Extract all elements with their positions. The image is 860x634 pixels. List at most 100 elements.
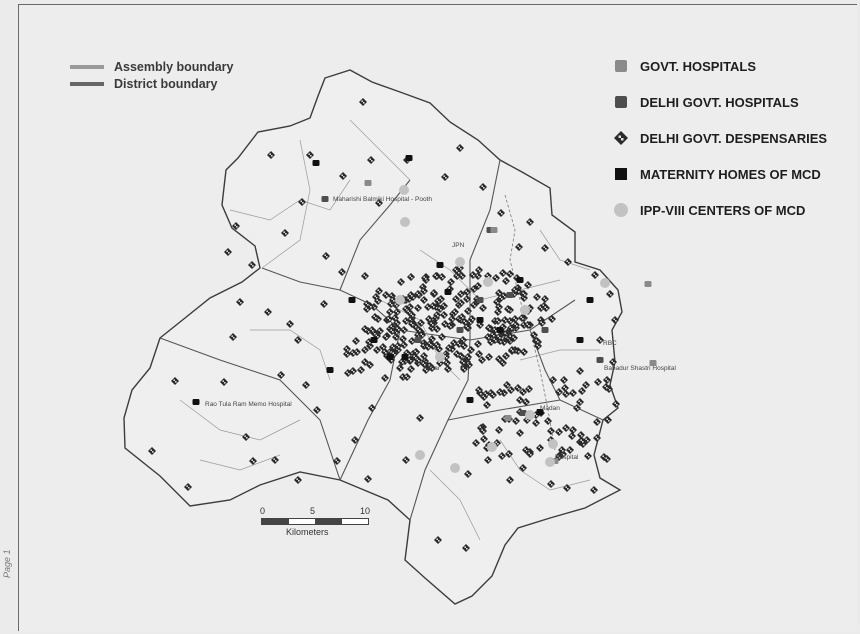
dispensary-marker — [485, 324, 493, 332]
ipp-center-marker — [400, 217, 410, 227]
dispensary-marker — [549, 376, 557, 384]
maternity-home-marker — [370, 337, 378, 343]
dispensary-marker — [357, 366, 365, 374]
dispensary-marker — [519, 388, 527, 396]
dispensary-marker — [414, 304, 422, 312]
district-boundaries — [159, 159, 604, 521]
delhi-govt-hospital-marker — [414, 337, 422, 343]
dispensary-marker — [577, 431, 585, 439]
dispensary-marker — [333, 457, 341, 465]
dispensary-marker — [394, 342, 402, 350]
dispensary-marker — [485, 353, 493, 361]
dispensary-marker — [458, 313, 466, 321]
dispensary-marker — [507, 324, 515, 332]
maternity-home-marker — [405, 155, 413, 161]
dispensary-marker — [400, 341, 408, 349]
dispensary-marker — [420, 296, 428, 304]
dispensary-marker — [497, 209, 505, 217]
dispensary-marker — [520, 348, 528, 356]
dispensary-marker — [298, 198, 306, 206]
dispensary-marker — [453, 350, 461, 358]
dispensary-marker — [537, 304, 545, 312]
dispensary-marker — [381, 348, 389, 356]
dispensary-marker — [456, 144, 464, 152]
scale-tick: 0 — [260, 506, 266, 516]
dispensary-marker — [564, 258, 572, 266]
place-label: JPN — [452, 242, 465, 249]
dispensary-marker — [236, 298, 244, 306]
dispensary-marker — [515, 243, 523, 251]
legend-label: IPP-VIII CENTERS OF MCD — [640, 202, 806, 218]
dispensary-marker — [576, 398, 584, 406]
river-line — [504, 194, 556, 451]
dispensary-marker — [375, 199, 383, 207]
dispensary-marker — [437, 295, 445, 303]
dispensary-marker — [361, 272, 369, 280]
delhi-govt-hospital-marker — [519, 410, 527, 416]
dispensary-marker — [560, 376, 568, 384]
legend-govt-hospitals: GOVT. HOSPITALS — [612, 48, 827, 84]
dispensary-marker — [441, 173, 449, 181]
dispensary-marker — [483, 401, 491, 409]
maternity-home-marker — [476, 317, 484, 323]
dispensary-marker — [511, 286, 519, 294]
dispensary-marker — [425, 315, 433, 323]
dispensary-marker — [381, 374, 389, 382]
dispensary-marker — [433, 341, 441, 349]
dispensary-marker — [171, 377, 179, 385]
circle-icon — [612, 201, 630, 219]
dispensary-marker — [609, 358, 617, 366]
dispensary-marker — [402, 456, 410, 464]
maternity-home-marker — [348, 297, 356, 303]
dispensary-marker — [568, 432, 576, 440]
dispensary-marker — [562, 424, 570, 432]
dispensary-marker — [578, 387, 586, 395]
dispensary-marker — [591, 271, 599, 279]
maternity-home-marker — [576, 337, 584, 343]
dispensary-marker — [464, 307, 472, 315]
dispensary-marker — [367, 156, 375, 164]
dispensary-marker — [611, 316, 619, 324]
dispensary-marker — [469, 271, 477, 279]
dispensary-marker — [361, 358, 369, 366]
dispensary-marker — [392, 333, 400, 341]
dispensary-marker — [407, 365, 415, 373]
dispensary-marker — [542, 304, 550, 312]
legend-label: DELHI GOVT. DESPENSARIES — [640, 130, 828, 146]
dispensary-marker — [430, 289, 438, 297]
dispensary-marker — [602, 383, 610, 391]
checker-diamond-icon — [612, 129, 630, 147]
legend-ipp-centers: IPP-VIII CENTERS OF MCD — [612, 192, 827, 228]
place-label: Hospital — [555, 454, 579, 461]
dispensary-marker — [582, 381, 590, 389]
dispensary-marker — [464, 470, 472, 478]
dispensary-marker — [538, 319, 546, 327]
district-line-swatch — [70, 81, 104, 86]
dispensary-marker — [432, 272, 440, 280]
dispensary-marker — [506, 476, 514, 484]
maternity-home-marker — [444, 289, 452, 295]
maternity-home-marker — [516, 277, 524, 283]
dispensary-marker — [548, 315, 556, 323]
dispensary-marker — [361, 325, 369, 333]
legend-label: GOVT. HOSPITALS — [640, 58, 757, 74]
dispensary-marker — [339, 172, 347, 180]
dispensary-marker — [569, 389, 577, 397]
dispensary-marker — [313, 406, 321, 414]
dispensary-marker — [349, 349, 357, 357]
dispensary-marker — [386, 308, 394, 316]
ipp-center-marker — [415, 450, 425, 460]
dispensary-marker — [232, 222, 240, 230]
dispensary-marker — [519, 464, 527, 472]
ipp-center-marker — [600, 278, 610, 288]
scale-tick: 5 — [310, 506, 316, 516]
dispensary-marker — [544, 417, 552, 425]
dispensary-marker — [184, 483, 192, 491]
dispensary-marker — [407, 273, 415, 281]
dispensary-marker — [475, 350, 483, 358]
legend-label: DELHI GOVT. HOSPITALS — [640, 94, 799, 110]
dispensary-marker — [569, 426, 577, 434]
dispensary-marker — [417, 319, 425, 327]
